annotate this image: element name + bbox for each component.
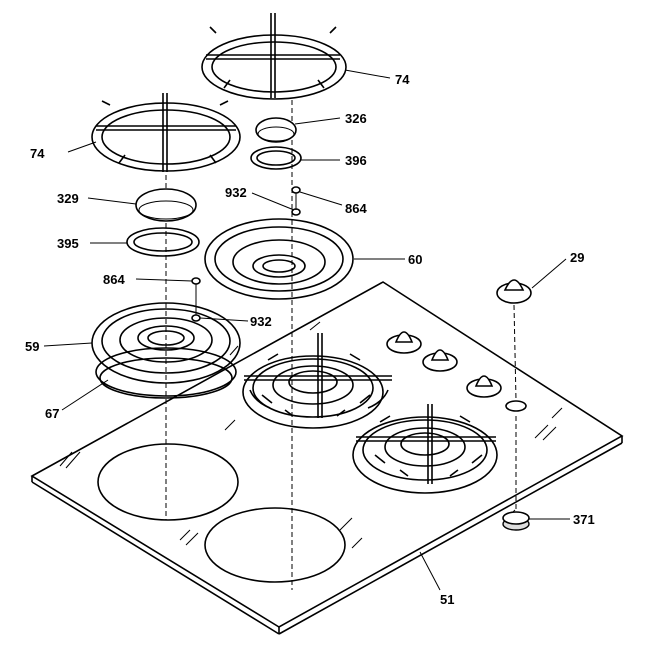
center-burner-assembly — [242, 333, 392, 429]
control-knob-hole — [505, 400, 527, 412]
knob-29 — [496, 279, 532, 401]
right-burner-assembly — [352, 404, 498, 494]
screw-932-top — [291, 208, 301, 216]
pan-60 — [204, 218, 354, 300]
cap-326 — [255, 117, 297, 143]
label-grate-top: 74 — [395, 72, 410, 87]
label-cooktop: 51 — [440, 592, 454, 607]
label-pan-right: 60 — [408, 252, 422, 267]
control-knob-1 — [386, 331, 422, 354]
ring-396 — [250, 146, 302, 170]
control-knob-2 — [422, 349, 458, 372]
label-cap-top: 326 — [345, 111, 367, 126]
cap-329 — [135, 188, 197, 222]
grate-left-74 — [91, 93, 241, 172]
control-knob-3 — [466, 375, 502, 398]
front-burner-hole — [204, 507, 346, 583]
part-labels: 74 326 396 74 932 864 329 395 60 29 864 … — [25, 72, 595, 607]
label-screw-left: 932 — [250, 314, 272, 329]
knob-base-371 — [502, 416, 530, 531]
cooktop-panel — [30, 281, 624, 635]
clip-864-left — [191, 277, 201, 315]
burner-67 — [95, 347, 237, 399]
left-burner-hole — [97, 443, 239, 521]
clip-864-top — [291, 186, 301, 210]
label-clip-top: 864 — [345, 201, 367, 216]
label-clip-left: 864 — [103, 272, 125, 287]
label-pan-left: 59 — [25, 339, 39, 354]
label-ring-top: 396 — [345, 153, 367, 168]
label-knob-base: 371 — [573, 512, 595, 527]
label-grate-left: 74 — [30, 146, 45, 161]
leader-lines — [43, 69, 570, 591]
screw-932-left — [191, 314, 201, 322]
label-screw-top: 932 — [225, 185, 247, 200]
grate-top-74 — [201, 13, 347, 100]
ring-395 — [126, 227, 200, 257]
label-ring-left: 395 — [57, 236, 79, 251]
label-cap-left: 329 — [57, 191, 79, 206]
label-knob: 29 — [570, 250, 584, 265]
label-burner-left: 67 — [45, 406, 59, 421]
